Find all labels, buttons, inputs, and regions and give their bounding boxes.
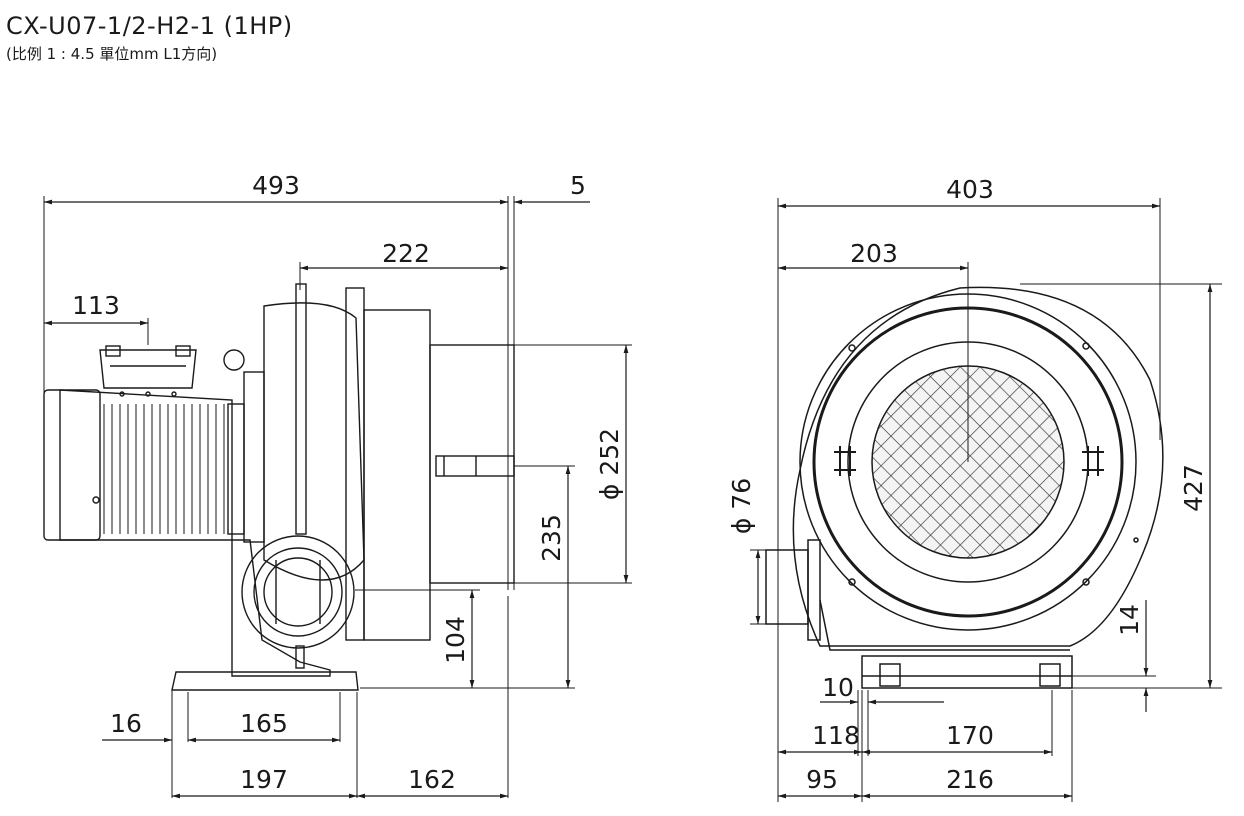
side-view: 493 5 222 113 ϕ 252 235 104 16 165 197 1…	[43, 171, 632, 799]
dim-base-hole-spacing: 165	[240, 709, 288, 738]
terminal-box	[99, 349, 197, 389]
bolt-holes	[848, 342, 1139, 586]
motor-housing	[59, 389, 233, 541]
dim-overall-length: 493	[252, 171, 300, 200]
dim-left-to-hole: 118	[812, 721, 860, 750]
front-base	[861, 655, 1073, 689]
drawing-title: CX-U07-1/2-H2-1 (1HP)	[6, 12, 293, 40]
dim-outlet-length: 222	[382, 239, 430, 268]
volute-outline	[792, 286, 1164, 647]
dim-base-length: 197	[240, 765, 288, 794]
dim-outlet-diameter: ϕ 252	[595, 428, 624, 500]
inlet-pipe-outer	[241, 535, 355, 649]
dim-left-to-base: 95	[806, 765, 838, 794]
dim-base-width: 216	[946, 765, 994, 794]
dim-center-offset: 203	[850, 239, 898, 268]
front-dimension-lines	[755, 203, 1213, 799]
guard-clips	[834, 446, 1104, 476]
dim-offset: 5	[570, 171, 586, 200]
drawing-subtitle: (比例 1 : 4.5 單位mm L1方向)	[6, 45, 218, 63]
outlet-duct	[429, 344, 515, 584]
dim-overall-height: 427	[1179, 464, 1208, 512]
front-blower-body	[765, 286, 1164, 689]
dim-inlet-diameter: ϕ 76	[727, 478, 756, 534]
eye-bolt	[223, 349, 245, 371]
shaft-stub	[435, 455, 515, 477]
side-blower-body	[43, 283, 515, 691]
dim-base-edge: 16	[110, 709, 142, 738]
side-inlet	[765, 549, 809, 625]
dim-outlet-center-height: 235	[537, 514, 566, 562]
motor-cooling-fins	[103, 404, 225, 534]
pedestal	[231, 539, 331, 677]
dim-hole-diameter: 10	[822, 673, 854, 702]
base-plate	[171, 671, 359, 691]
dim-hole-spacing: 170	[946, 721, 994, 750]
dim-base-thickness: 14	[1115, 604, 1144, 636]
dim-inlet-center-height: 104	[441, 616, 470, 664]
dim-overall-width: 403	[946, 175, 994, 204]
side-extension-lines	[43, 196, 632, 798]
motor-end-cap	[43, 389, 101, 541]
front-view: 403 203 427 ϕ 76 14 10 118 170 95 216	[727, 175, 1222, 802]
side-dimension-lines	[44, 199, 629, 799]
dim-base-to-face: 162	[408, 765, 456, 794]
dim-motor-box-offset: 113	[72, 291, 120, 320]
